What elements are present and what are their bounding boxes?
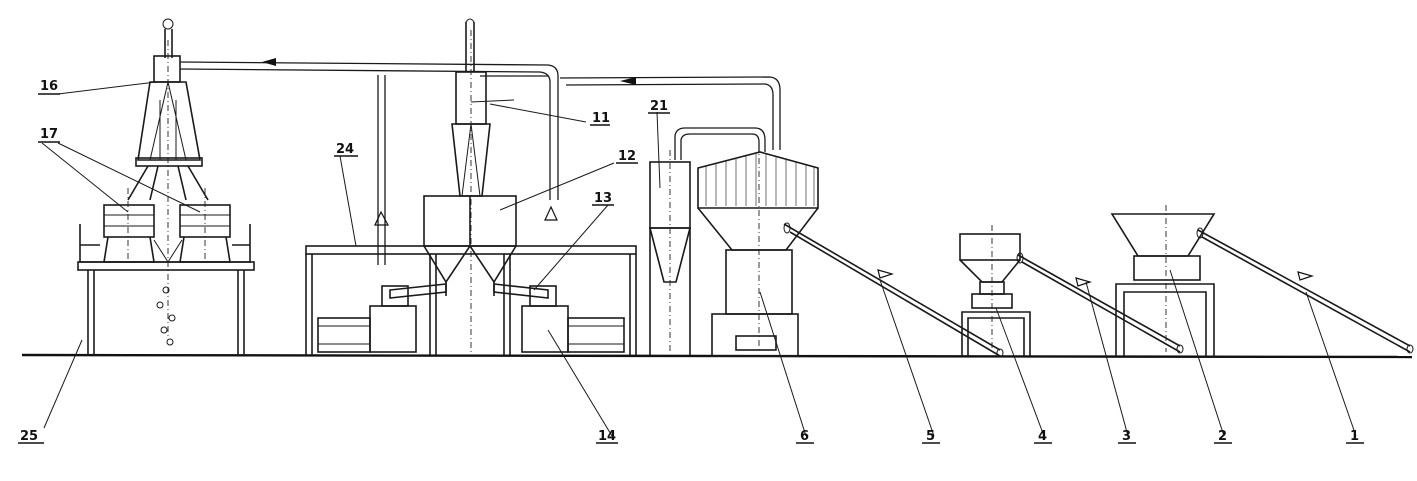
callout-labels: 16 17 25 24 11 12 13 14 21 6 5 4 3 2 1 <box>18 79 1364 444</box>
crusher-2 <box>1110 205 1216 356</box>
label-13: 13 <box>594 191 612 206</box>
hopper-6 <box>697 145 819 357</box>
mill-drive-14 <box>493 283 625 353</box>
cyclone-16 <box>127 18 209 340</box>
cyclone-11 <box>451 18 491 352</box>
label-5: 5 <box>926 429 935 444</box>
label-21: 21 <box>650 99 668 114</box>
screw-conveyor-1 <box>1196 227 1414 354</box>
label-3: 3 <box>1122 429 1131 444</box>
mill-drive-left <box>317 283 447 353</box>
hopper-4 <box>959 225 1031 356</box>
air-duct-network <box>179 58 781 265</box>
screw-conveyor-3 <box>1016 252 1184 354</box>
cyclone-21 <box>648 150 692 355</box>
label-11: 11 <box>592 111 610 126</box>
support-frame-24 <box>305 245 637 355</box>
packing-table-25 <box>77 224 255 355</box>
label-25: 25 <box>20 429 38 444</box>
weighing-packing-units-17 <box>103 188 231 263</box>
label-17: 17 <box>40 127 58 142</box>
label-24: 24 <box>336 142 354 157</box>
label-16: 16 <box>40 79 58 94</box>
label-14: 14 <box>598 429 616 444</box>
label-4: 4 <box>1038 429 1047 444</box>
label-12: 12 <box>618 149 636 164</box>
leader-lines <box>41 81 1357 437</box>
screw-conveyor-5 <box>783 222 1004 358</box>
label-6: 6 <box>800 429 809 444</box>
label-2: 2 <box>1218 429 1227 444</box>
label-1: 1 <box>1350 429 1359 444</box>
